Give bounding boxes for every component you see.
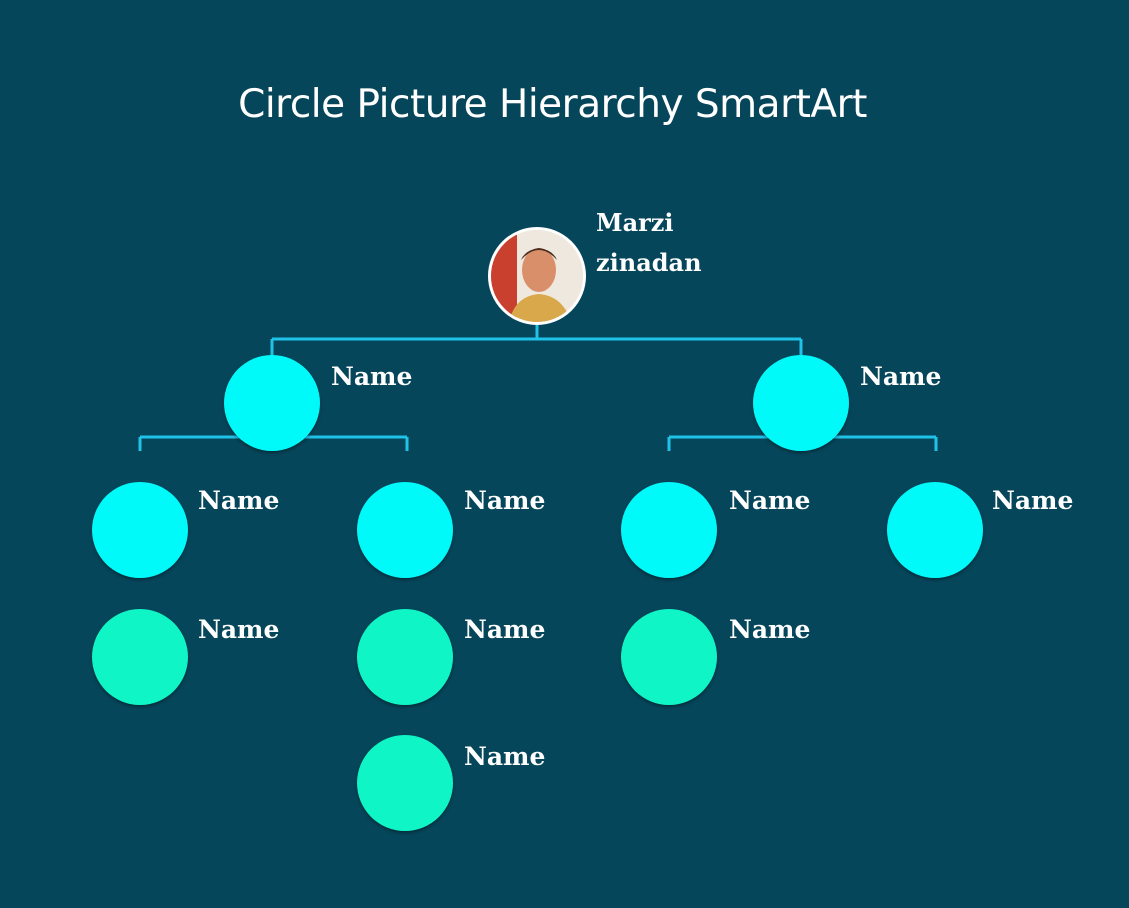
level3-label-2: Name — [464, 615, 546, 644]
level2-label-1: Name — [198, 486, 280, 515]
level3-label-3: Name — [729, 615, 811, 644]
root-name-line1: Marzi — [596, 208, 674, 237]
level1-label-right: Name — [860, 362, 942, 391]
level2-node-2 — [357, 482, 453, 578]
level2-label-2: Name — [464, 486, 546, 515]
person-photo-icon — [491, 230, 583, 322]
root-name: Marzi zinadan — [596, 203, 702, 283]
diagram-title: Circle Picture Hierarchy SmartArt — [238, 82, 867, 127]
level2-node-4 — [887, 482, 983, 578]
level2-node-1 — [92, 482, 188, 578]
level3-label-1: Name — [198, 615, 280, 644]
level1-label-left: Name — [331, 362, 413, 391]
level1-node-left — [224, 355, 320, 451]
level3-node-2 — [357, 609, 453, 705]
root-avatar — [488, 227, 586, 325]
level1-node-right — [753, 355, 849, 451]
level2-node-3 — [621, 482, 717, 578]
level2-label-4: Name — [992, 486, 1074, 515]
connector-root — [270, 325, 803, 358]
level3-node-3 — [621, 609, 717, 705]
level3-node-1 — [92, 609, 188, 705]
level2-label-3: Name — [729, 486, 811, 515]
root-name-line2: zinadan — [596, 248, 702, 277]
level3-label-4: Name — [464, 742, 546, 771]
level3-node-4 — [357, 735, 453, 831]
